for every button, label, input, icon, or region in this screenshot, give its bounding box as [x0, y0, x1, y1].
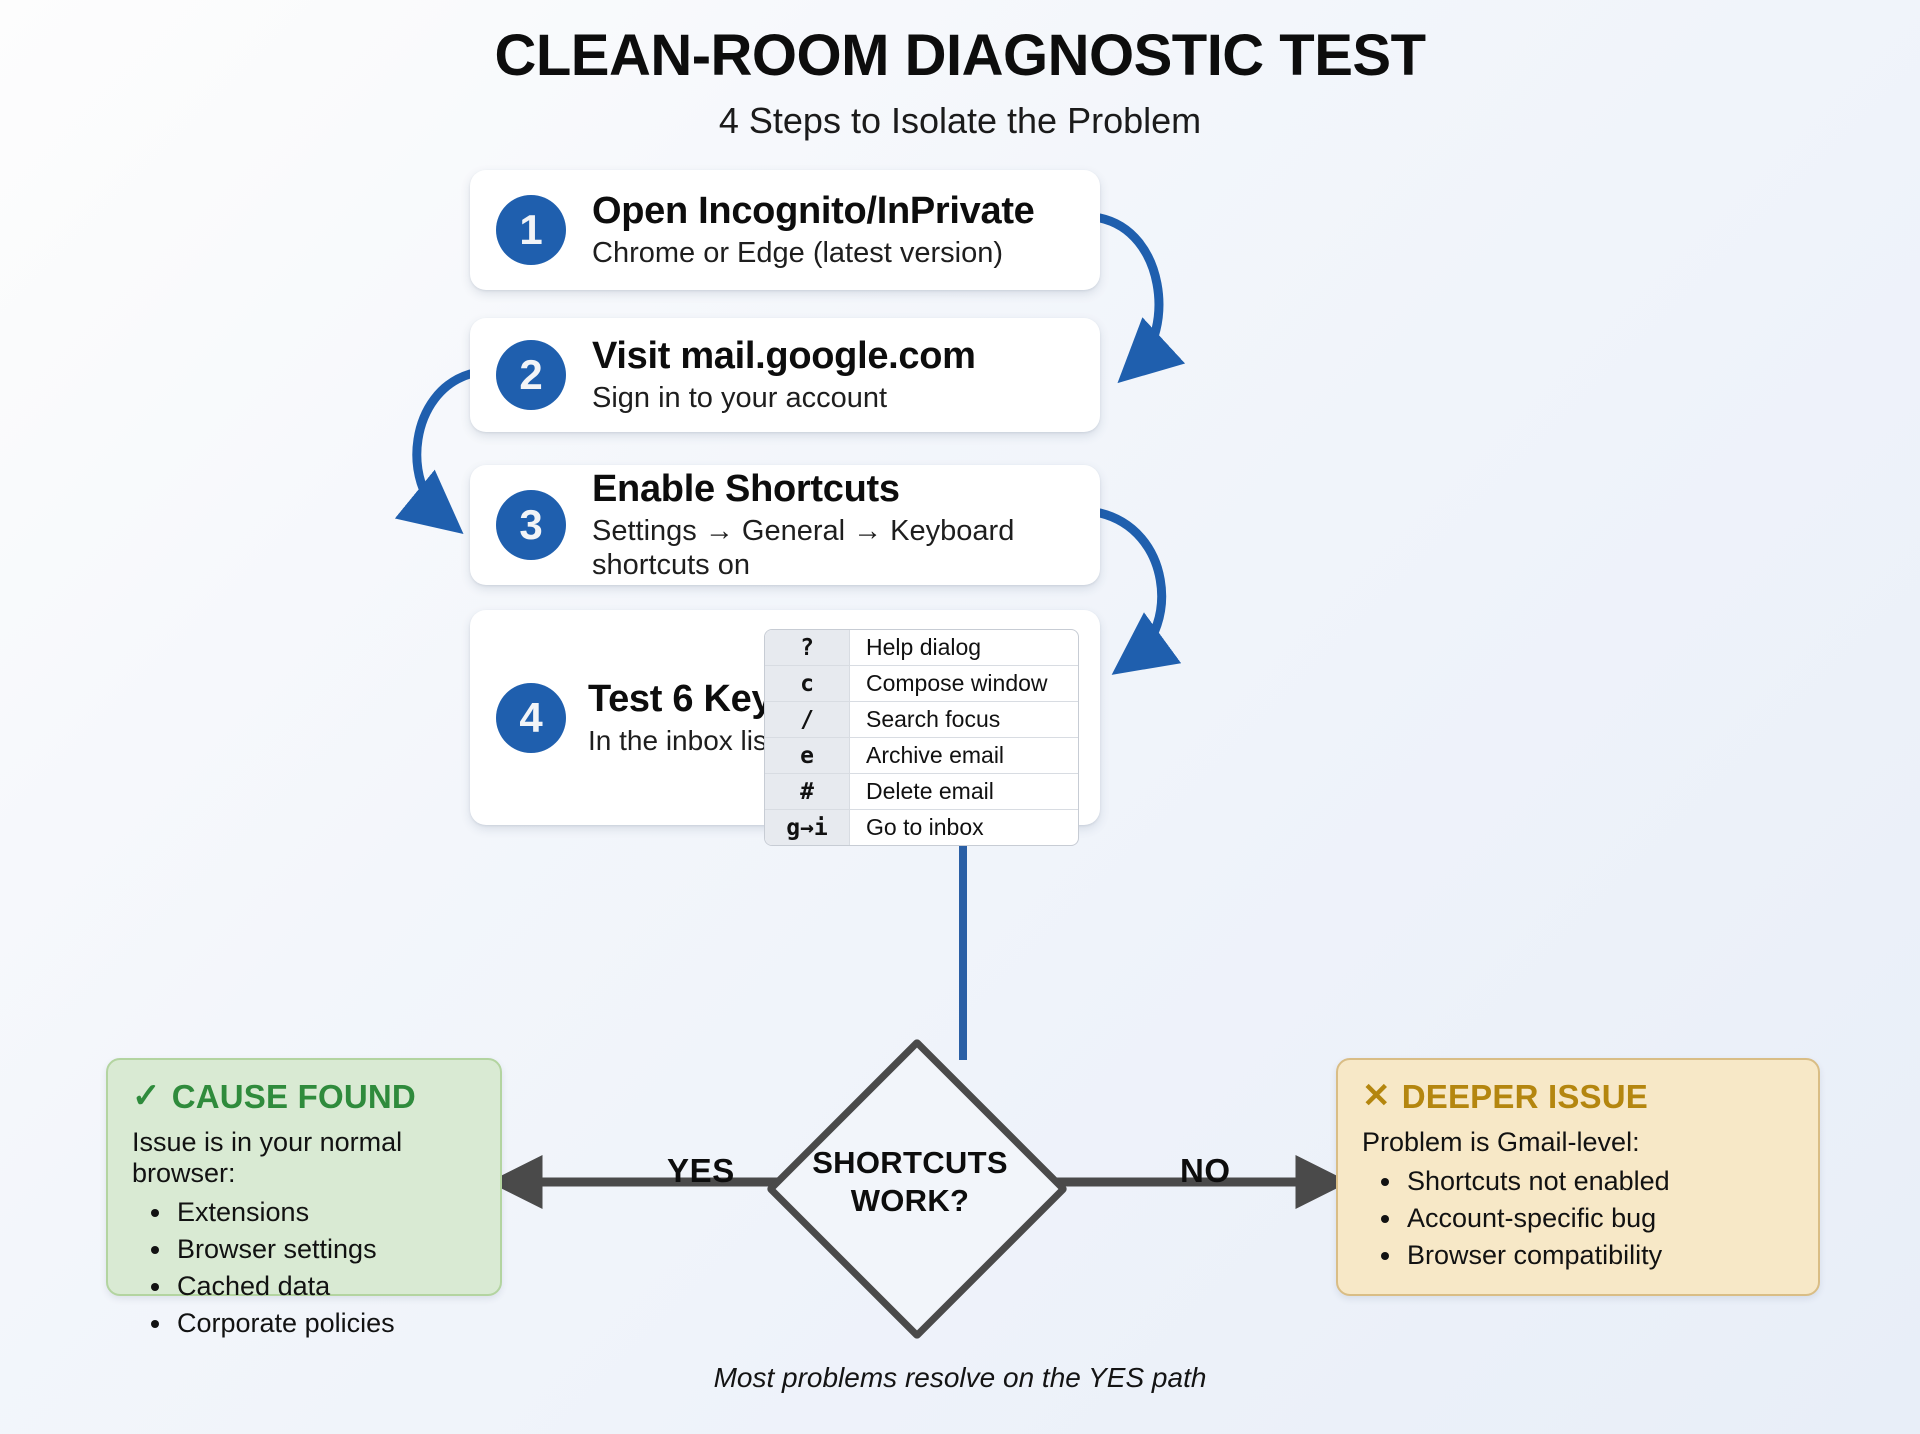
step-title-2: Visit mail.google.com	[592, 334, 976, 377]
step-card-2[interactable]: 2 Visit mail.google.com Sign in to your …	[470, 318, 1100, 432]
cause-found-heading: ✓ CAUSE FOUND	[132, 1077, 476, 1115]
step-desc-3: Settings → General → Keyboard shortcuts …	[592, 515, 1015, 582]
shortcut-action: Help dialog	[849, 630, 1078, 666]
list-item: Corporate policies	[174, 1305, 476, 1342]
deeper-issue-title: DEEPER ISSUE	[1401, 1077, 1649, 1115]
deeper-issue-heading: ✕ DEEPER ISSUE	[1362, 1077, 1794, 1115]
step-badge-2: 2	[496, 340, 566, 410]
shortcut-key: e	[765, 737, 850, 774]
table-row: e Archive email	[765, 737, 1078, 774]
step-text-3: Enable Shortcuts Settings → General → Ke…	[592, 468, 1100, 583]
cross-icon: ✕	[1362, 1077, 1391, 1115]
cause-found-subtitle: Issue is in your normal browser:	[132, 1127, 403, 1189]
table-row: g→i Go to inbox	[765, 809, 1078, 845]
step-desc-2: Sign in to your account	[592, 382, 888, 415]
deeper-issue-subtitle: Problem is Gmail-level:	[1362, 1127, 1640, 1158]
shortcut-action: Delete email	[849, 773, 1078, 810]
footer-note: Most problems resolve on the YES path	[713, 1362, 1207, 1393]
table-row: / Search focus	[765, 701, 1078, 738]
arrow-step3-to-step4	[1095, 508, 1182, 675]
keyboard-shortcuts-body: ? Help dialog c Compose window / Search …	[765, 630, 1078, 845]
shortcut-key: c	[765, 665, 850, 702]
list-item: Cached data	[174, 1268, 476, 1305]
step-text-1: Open Incognito/InPrivate Chrome or Edge …	[592, 190, 1035, 271]
decision-node[interactable]: SHORTCUTS WORK?	[765, 1037, 1069, 1341]
step-title-3: Enable Shortcuts	[592, 467, 900, 510]
keyboard-shortcuts-table: ? Help dialog c Compose window / Search …	[765, 630, 1078, 845]
table-row: ? Help dialog	[765, 630, 1078, 666]
cause-found-list: Extensions Browser settings Cached data …	[132, 1194, 476, 1342]
decision-label: SHORTCUTS WORK?	[780, 1052, 1040, 1312]
branch-label-yes: YES	[667, 1152, 735, 1189]
list-item: Account-specific bug	[1404, 1200, 1794, 1237]
branch-label-no: NO	[1180, 1152, 1231, 1189]
decision-label-line1: SHORTCUTS	[812, 1145, 1008, 1181]
page-title: CLEAN-ROOM DIAGNOSTIC TEST	[494, 23, 1426, 88]
step-desc-4: In the inbox list:	[588, 725, 783, 757]
shortcut-key: /	[765, 701, 850, 738]
list-item: Shortcuts not enabled	[1404, 1163, 1794, 1200]
cause-found-title: CAUSE FOUND	[171, 1077, 416, 1115]
header: CLEAN-ROOM DIAGNOSTIC TEST 4 Steps to Is…	[0, 23, 1920, 141]
step-card-4[interactable]: 4 Test 6 Keys In the inbox list: ? Help …	[470, 610, 1100, 845]
list-item: Browser settings	[174, 1231, 476, 1268]
outcome-cause-found: ✓ CAUSE FOUND Issue is in your normal br…	[106, 1058, 502, 1338]
shortcut-action: Compose window	[849, 665, 1078, 702]
shortcut-action: Search focus	[849, 701, 1078, 738]
decision-label-line2: WORK?	[850, 1183, 970, 1218]
deeper-issue-list: Shortcuts not enabled Account-specific b…	[1362, 1163, 1794, 1274]
list-item: Extensions	[174, 1194, 476, 1231]
table-row: c Compose window	[765, 665, 1078, 702]
shortcut-action: Archive email	[849, 737, 1078, 774]
shortcut-key: g→i	[765, 809, 850, 845]
arrow-step2-to-step3	[394, 369, 475, 534]
step-text-2: Visit mail.google.com Sign in to your ac…	[592, 335, 976, 416]
step-desc-1: Chrome or Edge (latest version)	[592, 237, 1003, 270]
step-card-1[interactable]: 1 Open Incognito/InPrivate Chrome or Edg…	[470, 170, 1100, 290]
step-title-4: Test 6 Keys	[588, 677, 794, 720]
list-item: Browser compatibility	[1404, 1237, 1794, 1274]
arrow-step1-to-step2	[1095, 213, 1186, 384]
step-card-3[interactable]: 3 Enable Shortcuts Settings → General → …	[470, 465, 1100, 585]
shortcut-key: ?	[765, 630, 850, 666]
table-row: # Delete email	[765, 773, 1078, 810]
outcome-deeper-issue: ✕ DEEPER ISSUE Problem is Gmail-level: S…	[1336, 1058, 1820, 1296]
step-badge-1: 1	[496, 195, 566, 265]
step-text-4: Test 6 Keys In the inbox list:	[588, 678, 793, 758]
step-badge-4: 4	[496, 682, 566, 753]
shortcut-action: Go to inbox	[866, 814, 984, 840]
step-badge-3: 3	[496, 490, 566, 560]
check-icon: ✓	[132, 1077, 161, 1115]
step-title-1: Open Incognito/InPrivate	[592, 189, 1035, 232]
page-subtitle: 4 Steps to Isolate the Problem	[718, 99, 1202, 141]
shortcut-key: #	[765, 773, 850, 810]
